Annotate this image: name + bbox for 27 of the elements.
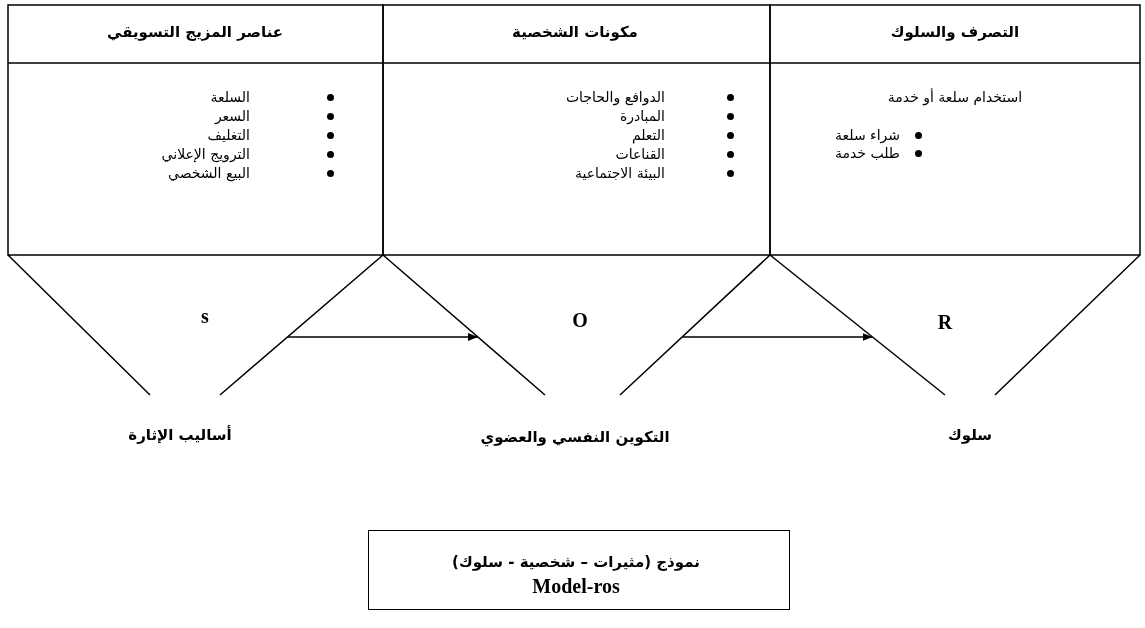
list-item: شراء سلعة: [835, 126, 900, 144]
list-item: الدوافع والحاجات: [565, 88, 665, 106]
node-label: سلوك: [948, 427, 992, 445]
node-label: أساليب الإثارة: [128, 427, 232, 445]
letter: O: [572, 308, 588, 332]
text: استخدام سلعة أو خدمة: [887, 88, 1023, 106]
list-item: السلعة: [210, 88, 250, 106]
list-item: التغليف: [207, 126, 250, 144]
arrow: [681, 333, 874, 341]
arrow: [286, 333, 479, 341]
list-item: البيئة الاجتماعية: [575, 164, 665, 182]
list-item: التعلم: [631, 126, 665, 144]
heading: عناصر المزيج التسويقي: [107, 24, 283, 42]
list-item: طلب خدمة: [835, 144, 900, 162]
list-item: المبادرة: [619, 107, 665, 125]
letter: s: [201, 304, 209, 328]
list-item: السعر: [214, 107, 250, 125]
title-box: [368, 530, 790, 610]
list-item: الترويج الإعلاني: [161, 145, 250, 163]
letter: R: [937, 310, 953, 334]
title-text: نموذج (مثيرات – شخصية - سلوك): [452, 554, 700, 572]
heading: التصرف والسلوك: [890, 24, 1020, 42]
list-item: القناعات: [615, 145, 665, 163]
list-item: البيع الشخصي: [168, 164, 250, 182]
title-text: Model-ros: [532, 574, 620, 598]
heading: مكونات الشخصية: [512, 24, 638, 42]
node-label: التكوين النفسي والعضوي: [480, 429, 670, 447]
